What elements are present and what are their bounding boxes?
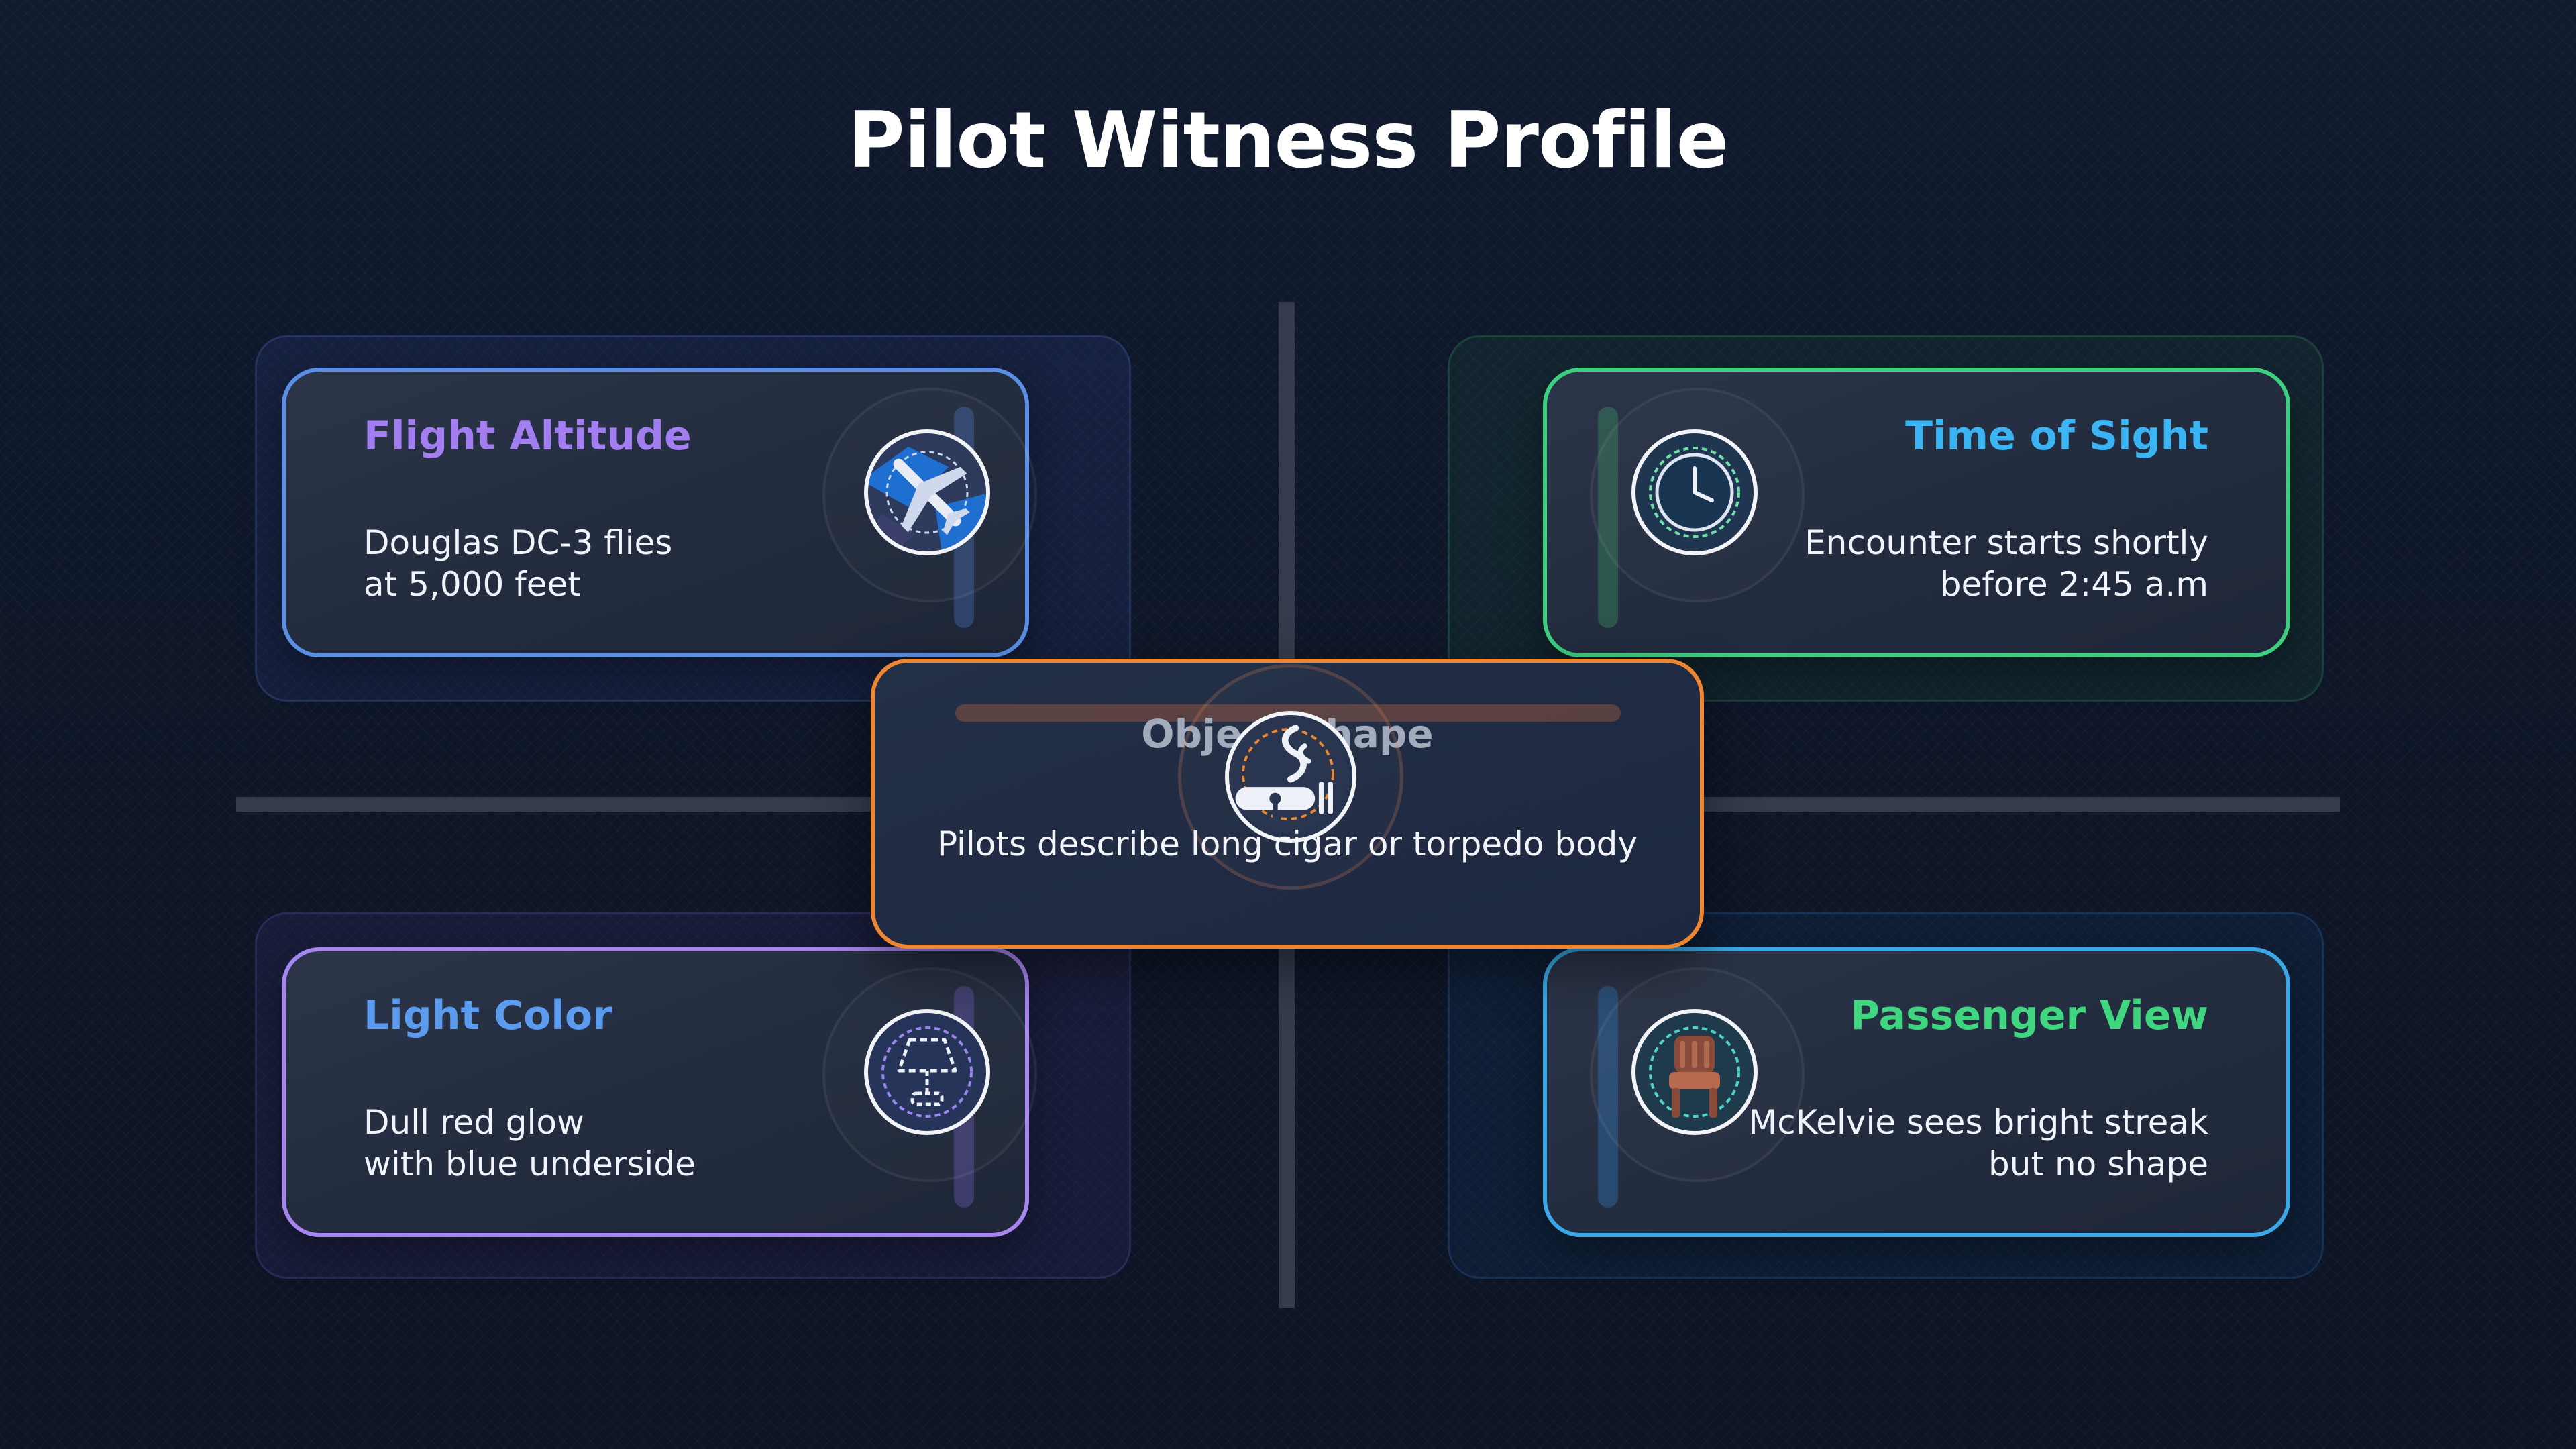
card-light-color: Light Color Dull red glow with blue unde… [282, 947, 1037, 1237]
card-description: Dull red glow with blue underside [364, 1103, 696, 1183]
icon-halo [1590, 967, 1805, 1182]
card-description: Encounter starts shortly before 2:45 a.m [1805, 523, 2208, 604]
card-passenger-view: Passenger View McKelvie sees bright stre… [1543, 947, 2290, 1237]
airplane-icon [864, 429, 990, 555]
card-description: McKelvie sees bright streak but no shape [1748, 1103, 2208, 1183]
card-title: Passenger View [1850, 992, 2208, 1039]
icon-halo [1178, 664, 1403, 890]
card-title: Time of Sight [1905, 413, 2208, 460]
card-time-of-sight: Time of Sight Encounter starts shortly b… [1543, 368, 2290, 657]
icon-halo [822, 388, 1037, 602]
card-title: Flight Altitude [364, 413, 692, 460]
cigar-smoke-icon [1225, 711, 1356, 843]
card-flight-altitude: Flight Altitude Douglas DC-3 flies at 5,… [282, 368, 1037, 657]
seat-icon [1631, 1009, 1758, 1135]
card-object-shape: Object Shape Pilots describe long cigar … [871, 659, 1704, 949]
page-title: Pilot Witness Profile [847, 95, 1729, 186]
lamp-icon [864, 1009, 990, 1135]
icon-halo [1590, 388, 1805, 602]
card-title: Light Color [364, 992, 612, 1039]
card-description: Douglas DC-3 flies at 5,000 feet [364, 523, 673, 604]
icon-halo [822, 967, 1037, 1182]
clock-icon [1631, 429, 1758, 555]
card-description: Pilots describe long cigar or torpedo bo… [936, 824, 1638, 863]
